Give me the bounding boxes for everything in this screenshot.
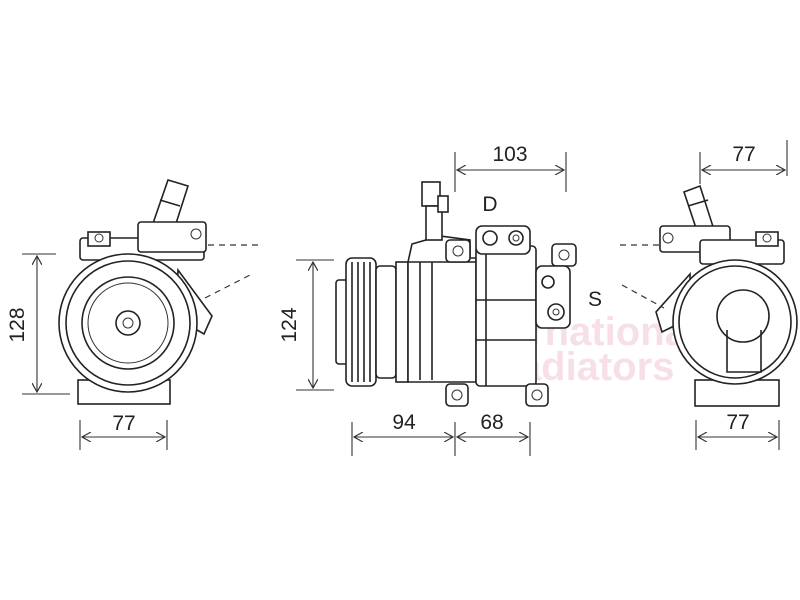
side-height-dimension: 124 bbox=[278, 307, 301, 342]
rear-bottom-dimension: 77 bbox=[726, 411, 749, 434]
front-height-dimension: 128 bbox=[6, 307, 29, 342]
suction-port-label: S bbox=[588, 288, 602, 311]
front-view: 128 77 bbox=[6, 179, 258, 450]
side-left-bottom-dimension: 94 bbox=[392, 411, 416, 434]
rear-top-dimension: 77 bbox=[732, 143, 755, 166]
side-top-dimension: 103 bbox=[492, 143, 527, 166]
discharge-port-label: D bbox=[482, 193, 497, 216]
front-width-dimension: 77 bbox=[112, 412, 135, 435]
side-view: D S 103 124 94 68 bbox=[278, 143, 602, 456]
side-right-bottom-dimension: 68 bbox=[480, 411, 503, 434]
rear-view: 77 77 bbox=[620, 140, 798, 450]
